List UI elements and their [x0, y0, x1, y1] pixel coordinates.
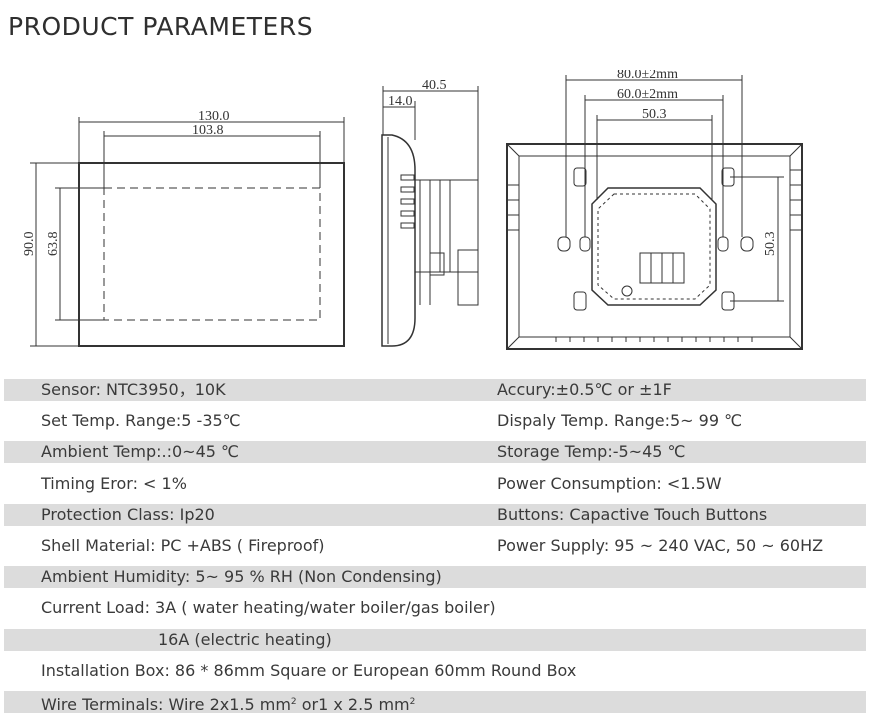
- wire-sup1: 2: [290, 696, 297, 707]
- spec-right: Power Supply: 95 ~ 240 VAC, 50 ~ 60HZ: [497, 535, 824, 555]
- spec-left: 16A (electric heating): [158, 629, 332, 649]
- spec-left: Installation Box: 86 * 86mm Square or Eu…: [41, 660, 577, 680]
- spec-row: Ambient Temp:.:0~45 ℃ Storage Temp:-5~45…: [4, 437, 866, 468]
- spec-row-wire-terminals: Wire Terminals: Wire 2x1.5 mm2 or1 x 2.5…: [4, 687, 866, 718]
- spec-row: Current Load: 3A ( water heating/water b…: [4, 593, 866, 624]
- spec-row: Installation Box: 86 * 86mm Square or Eu…: [4, 656, 866, 687]
- dim-back-mid: 60.0±2mm: [617, 87, 678, 102]
- spec-left: Ambient Temp:.:0~45 ℃: [41, 442, 239, 462]
- dim-front-width: 130.0: [198, 109, 230, 124]
- spec-right: Accury:±0.5℃ or ±1F: [497, 380, 672, 399]
- spec-right: Buttons: Capactive Touch Buttons: [497, 504, 768, 524]
- spec-row: Shell Material: PC +ABS ( Fireproof) Pow…: [4, 531, 866, 562]
- spec-row: Sensor: NTC3950，10K Accury:±0.5℃ or ±1F: [4, 375, 866, 406]
- dim-front-height: 90.0: [22, 232, 37, 257]
- spec-left: Timing Eror: < 1%: [41, 473, 187, 493]
- back-module: [591, 187, 717, 306]
- spec-left: Current Load: 3A ( water heating/water b…: [41, 598, 496, 618]
- dim-front-inner-height: 63.8: [46, 232, 61, 257]
- spec-left: Shell Material: PC +ABS ( Fireproof): [41, 535, 325, 555]
- spec-right: Dispaly Temp. Range:5~ 99 ℃: [497, 411, 743, 431]
- wire-middle: or1 x 2.5 mm: [296, 694, 410, 714]
- spec-row: Protection Class: Ip20 Buttons: Capactiv…: [4, 500, 866, 531]
- spec-row: 16A (electric heating): [4, 625, 866, 656]
- spec-right: Power Consumption: <1.5W: [497, 473, 722, 493]
- dim-back-inner: 50.3: [642, 107, 667, 122]
- spec-row: Timing Eror: < 1% Power Consumption: <1.…: [4, 469, 866, 500]
- wire-prefix: Wire Terminals: Wire 2x1.5 mm: [41, 694, 291, 714]
- dim-back-vertical: 50.3: [763, 232, 778, 257]
- dim-side-panel: 14.0: [388, 94, 413, 109]
- spec-right: Storage Temp:-5~45 ℃: [497, 442, 686, 462]
- front-view-screen: [103, 187, 321, 321]
- spec-left: Set Temp. Range:5 -35℃: [41, 411, 241, 431]
- back-view-outline: [506, 143, 803, 350]
- spec-left: Wire Terminals: Wire 2x1.5 mm2 or1 x 2.5…: [41, 691, 415, 716]
- dim-back-outer: 80.0±2mm: [617, 70, 678, 82]
- wire-sup2: 2: [409, 696, 416, 707]
- spec-table: Sensor: NTC3950，10K Accury:±0.5℃ or ±1F …: [4, 375, 866, 718]
- spec-left: Protection Class: Ip20: [41, 504, 215, 524]
- spec-left: Sensor: NTC3950，10K: [41, 380, 226, 399]
- page-title: PRODUCT PARAMETERS: [8, 12, 314, 41]
- spec-left: Ambient Humidity: 5~ 95 % RH (Non Conden…: [41, 567, 442, 587]
- technical-drawing: 130.0 103.8 90.0 63.8 40.5 14.0 80.0±2mm…: [22, 70, 803, 350]
- spec-row: Set Temp. Range:5 -35℃ Dispaly Temp. Ran…: [4, 406, 866, 437]
- side-view-body: [381, 134, 416, 347]
- dimension-drawings: 130.0 103.8 90.0 63.8 40.5 14.0 80.0±2mm…: [0, 70, 870, 360]
- dim-side-depth: 40.5: [422, 78, 447, 93]
- spec-row: Ambient Humidity: 5~ 95 % RH (Non Conden…: [4, 562, 866, 593]
- front-view-outline: [78, 162, 345, 347]
- dim-front-inner-width: 103.8: [192, 123, 224, 138]
